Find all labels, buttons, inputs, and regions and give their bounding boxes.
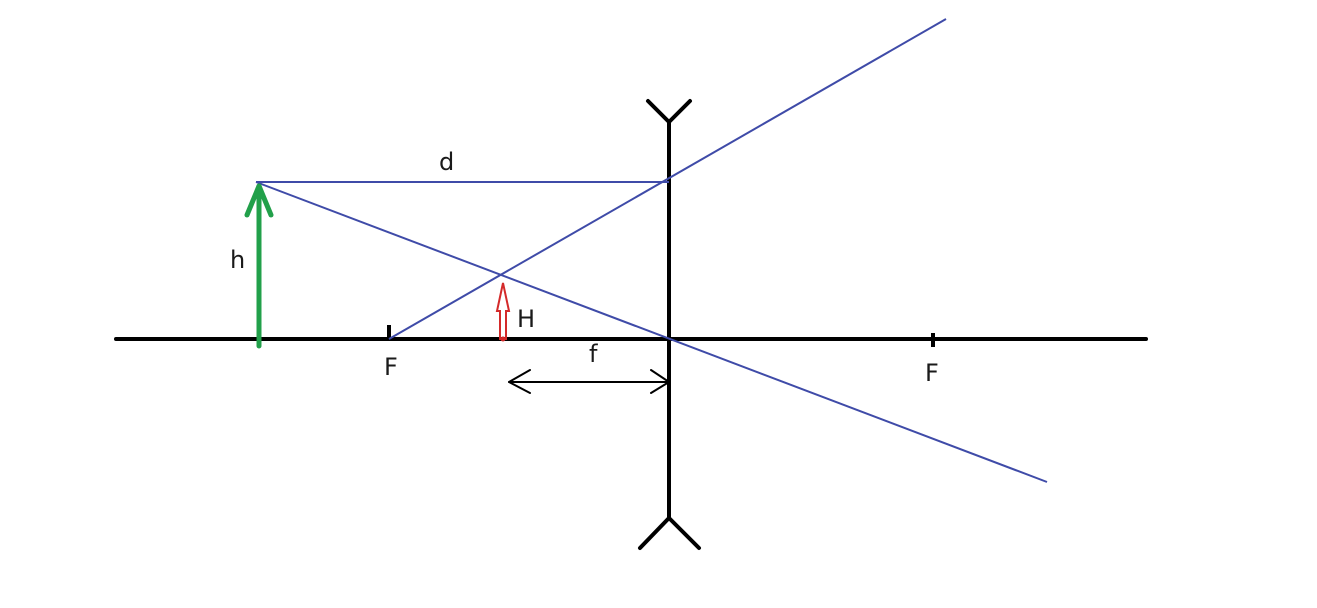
diverging-lens-icon (638, 99, 701, 550)
up-arrow-icon (244, 183, 274, 349)
label-image-height-H: H (517, 305, 535, 333)
label-focus-left: F (384, 353, 398, 381)
label-object-height-h: h (230, 246, 245, 274)
ray-refracted (388, 18, 947, 340)
label-focal-length-f: f (589, 340, 598, 368)
light-rays (255, 18, 1048, 483)
hollow-up-arrow-icon (495, 282, 511, 342)
label-focus-right: F (925, 359, 939, 387)
label-distance-d: d (439, 148, 454, 176)
ray-through-center (255, 181, 1048, 483)
double-headed-arrow-icon (508, 369, 670, 394)
